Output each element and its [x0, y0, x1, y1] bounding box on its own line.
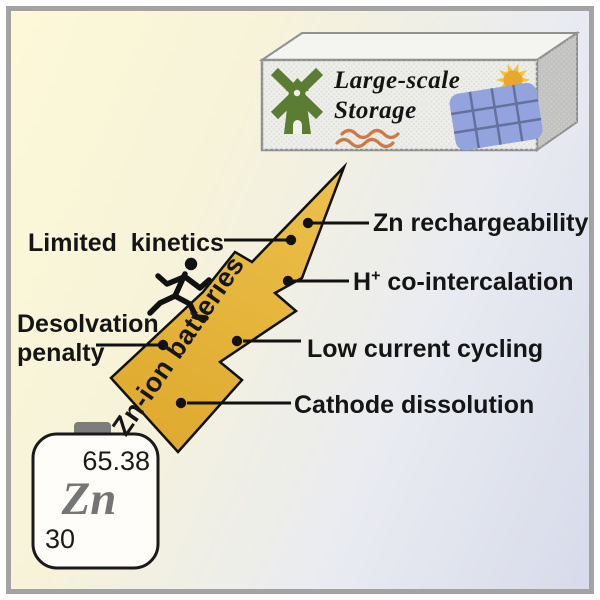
label-limited-kinetics: Limited kinetics: [28, 229, 224, 257]
running-person-icon: [147, 257, 212, 321]
label-desolvation-line1: Desolvation: [17, 310, 159, 338]
h-symbol: H: [353, 268, 372, 296]
windmill-icon: [270, 67, 324, 134]
windmill-hub-hole: [293, 89, 301, 97]
element-symbol: Zn: [61, 473, 117, 525]
storage-title-line2: Storage: [334, 97, 417, 124]
lightning-bolt: [109, 161, 348, 454]
label-desolvation-line2: penalty: [17, 338, 105, 367]
dot-h-cointercalation: [282, 275, 294, 287]
label-low-current-cycling: Low current cycling: [307, 335, 544, 363]
storage-title: Large-scale Storage: [334, 66, 460, 126]
label-zn-rechargeability: Zn rechargeability: [373, 209, 589, 237]
wave-lines-icon: [335, 128, 400, 149]
dot-low-current-cycling: [231, 335, 243, 347]
windmill-door: [293, 120, 302, 134]
label-cathode-dissolution: Cathode dissolution: [294, 391, 535, 419]
element-tile: [31, 422, 160, 570]
callout-lines: [96, 221, 369, 405]
dot-cathode-dissolution: [175, 397, 187, 409]
dot-desolvation-penalty: [157, 339, 169, 351]
h-cointercalation-rest: co-intercalation: [380, 268, 574, 296]
label-desolvation-penalty: Desolvation penalty: [17, 310, 159, 368]
solar-panel-icon: [449, 82, 543, 151]
dot-zn-rechargeability: [302, 217, 314, 229]
element-atomic-mass: 65.38: [82, 446, 150, 476]
label-h-cointercalation: H+ co-intercalation: [353, 268, 574, 297]
dot-limited-kinetics: [285, 234, 297, 246]
h-superscript-plus: +: [371, 267, 381, 285]
container-top-face: [258, 32, 581, 61]
storage-title-line1: Large-scale: [334, 67, 461, 94]
element-atomic-number: 30: [45, 524, 76, 554]
tile-box: [31, 432, 160, 570]
container-right-face-texture: [537, 33, 577, 150]
callout-dots: [157, 217, 314, 409]
